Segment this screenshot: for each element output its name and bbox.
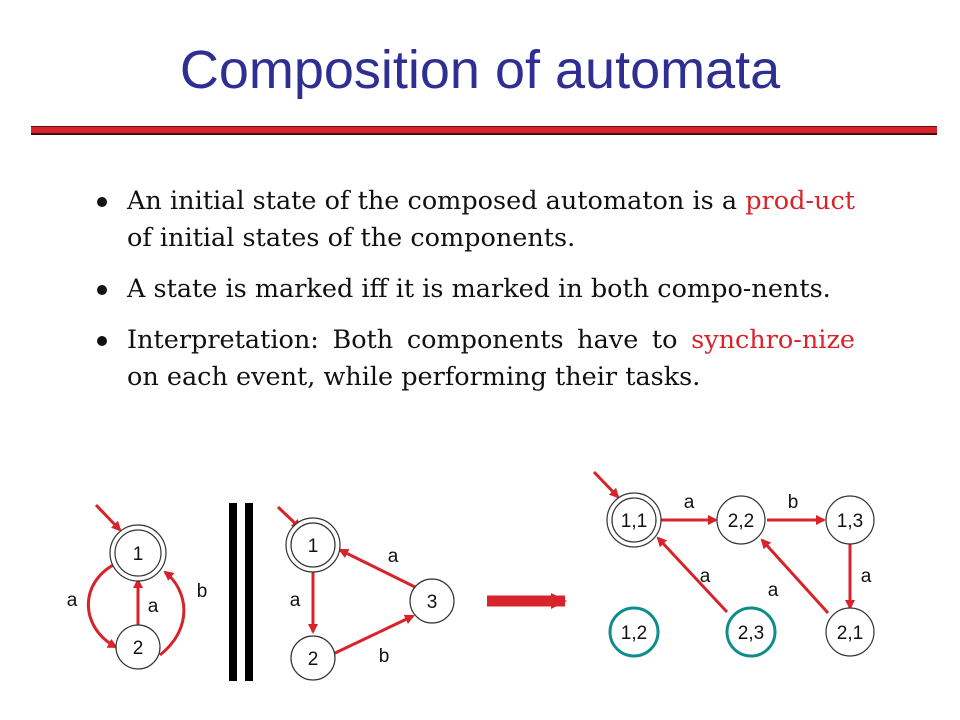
state-b-1-inner [290, 522, 336, 568]
bullet-list: An initial state of the composed automat… [95, 183, 855, 410]
state-21 [825, 607, 875, 657]
bullet-text: A state is marked iff it is marked in bo… [127, 274, 831, 304]
edge-b-right [159, 570, 186, 657]
state-label: 1,1 [621, 511, 647, 532]
highlight-text: prod-uct [745, 186, 855, 216]
state-11-inner [611, 497, 657, 543]
state-label: 1,3 [837, 511, 863, 532]
edge-label: b [788, 492, 799, 513]
edge-21-22 [760, 538, 830, 615]
state-13 [825, 495, 875, 545]
bullet-interpretation: Interpretation: Both components have to … [95, 322, 855, 396]
state-label: 2 [308, 649, 319, 670]
bullet-text: of initial states of the components. [127, 223, 576, 253]
edge-b-b-2-3 [332, 614, 415, 656]
edge-label: a [700, 566, 711, 587]
state-23-marked [725, 606, 777, 658]
state-label: 3 [427, 592, 438, 613]
state-b-3 [409, 578, 455, 624]
edge-b-a-3-1 [338, 548, 418, 590]
state-label: 2,2 [728, 511, 754, 532]
state-12-marked [608, 606, 660, 658]
state-a-2 [115, 624, 161, 670]
edge-label: a [684, 492, 695, 513]
bullet-text: Interpretation: Both components have to [127, 325, 692, 355]
state-label: 1 [133, 544, 144, 565]
bullet-initial-state: An initial state of the composed automat… [95, 183, 855, 257]
state-label: 2,1 [837, 623, 863, 644]
state-b-2 [290, 635, 336, 681]
state-label: 2,3 [738, 623, 764, 644]
initial-arrow-composed [592, 470, 620, 499]
edge-label: a [148, 596, 159, 617]
state-a-1-inner [114, 529, 162, 577]
initial-arrow-a [94, 503, 122, 532]
edge-label: a [67, 590, 78, 611]
edge-23-11 [656, 536, 729, 614]
edge-label: a [768, 580, 779, 601]
edge-label: a [388, 546, 399, 567]
state-22 [716, 495, 766, 545]
parallel-bar-left [229, 503, 237, 681]
edge-label: a [290, 590, 301, 611]
edge-a-left [86, 561, 118, 649]
state-label: 1,2 [621, 623, 647, 644]
edge-label: b [379, 646, 390, 667]
bullet-text: An initial state of the composed automat… [127, 186, 746, 216]
bullet-marked-state: A state is marked iff it is marked in bo… [95, 271, 855, 308]
state-label: 1 [308, 536, 319, 557]
edge-label: b [197, 581, 208, 602]
page-title: Composition of automata [179, 40, 781, 100]
highlight-text: synchro-nize [691, 325, 855, 355]
parallel-bar-right [245, 503, 253, 681]
state-label: 2 [133, 638, 144, 659]
edge-label: a [861, 566, 872, 587]
title-underline [31, 126, 937, 135]
bullet-text: on each event, while performing their ta… [127, 362, 701, 392]
